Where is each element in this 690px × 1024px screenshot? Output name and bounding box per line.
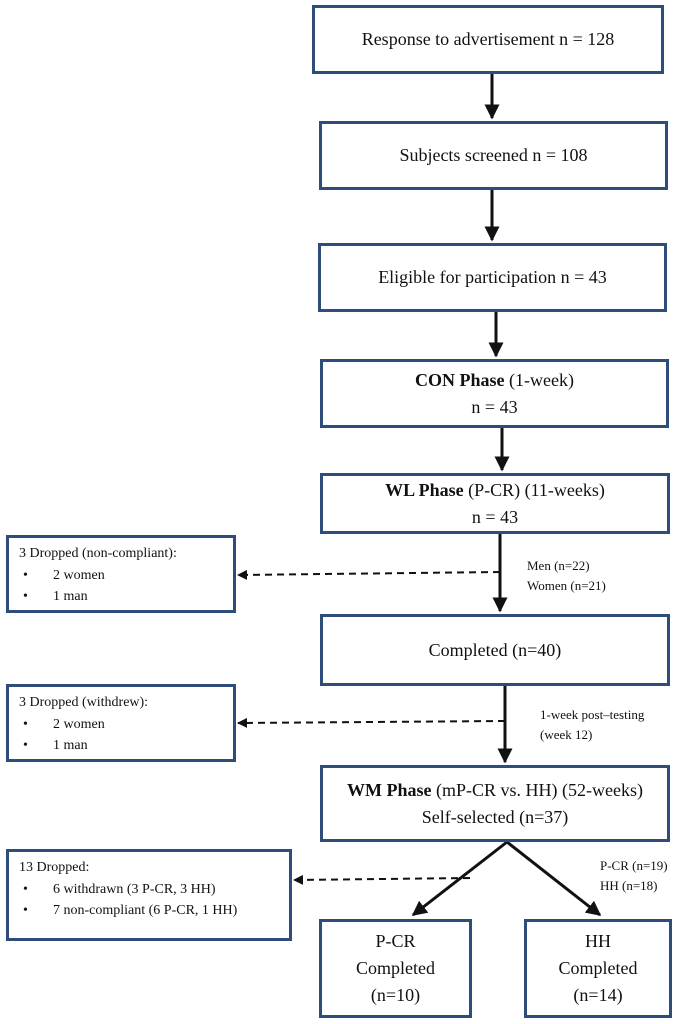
wm-phase-detail: (mP-CR vs. HH) (52-weeks): [431, 780, 643, 801]
dropout-3-title: 13 Dropped:: [19, 860, 90, 875]
women-count: Women (n=21): [527, 577, 606, 593]
pcr-group-count: P-CR (n=19): [600, 858, 668, 873]
response-text: Response to advertisement n = 128: [361, 29, 615, 50]
hh-completed-label: Completed: [558, 958, 638, 978]
men-count: Men (n=22): [527, 558, 590, 573]
con-phase-duration: (1-week): [504, 370, 574, 391]
dropout-box-2: 3 Dropped (withdrew): 2 women 1 man: [6, 684, 236, 762]
con-phase-n: n = 43: [471, 396, 518, 417]
completed-text: Completed (n=40): [428, 639, 562, 660]
con-phase-box: CON Phase (1-week) n = 43: [320, 359, 669, 428]
pcr-completed-box: P-CR Completed (n=10): [319, 919, 472, 1018]
dropout-1-title: 3 Dropped (non-compliant):: [19, 546, 177, 561]
wl-phase-n: n = 43: [471, 506, 519, 527]
post-testing-note: 1-week post–testing (week 12): [540, 705, 644, 744]
hh-completed-box: HH Completed (n=14): [524, 919, 672, 1018]
arrow-wm-pcr: [411, 840, 508, 917]
wm-phase-sub: Self-selected (n=37): [421, 806, 569, 827]
eligible-box: Eligible for participation n = 43: [318, 243, 667, 312]
dropout-box-1: 3 Dropped (non-compliant): 2 women 1 man: [6, 535, 236, 613]
wl-phase-title: WL Phase: [385, 480, 464, 501]
pcr-completed-group: P-CR: [375, 931, 416, 951]
dashed-arrow-drop-3: [293, 874, 471, 885]
dropout-3-item: 6 withdrawn (3 P-CR, 3 HH): [19, 880, 279, 901]
pcr-completed-n: (n=10): [370, 985, 421, 1005]
screened-box: Subjects screened n = 108: [319, 121, 668, 190]
post-testing-label: 1-week post–testing: [540, 707, 645, 722]
response-box: Response to advertisement n = 128: [312, 5, 664, 74]
hh-group-count: HH (n=18): [600, 877, 658, 893]
dropout-1-item: 2 women: [19, 566, 223, 587]
dropout-1-item: 1 man: [19, 587, 223, 608]
group-split-note: P-CR (n=19) HH (n=18): [600, 856, 668, 895]
eligible-text: Eligible for participation n = 43: [378, 267, 607, 288]
completed-box: Completed (n=40): [320, 614, 670, 686]
dashed-arrow-drop-2: [237, 717, 506, 728]
screened-text: Subjects screened n = 108: [399, 145, 588, 166]
hh-completed-n: (n=14): [573, 985, 623, 1005]
con-phase-title: CON Phase: [415, 370, 505, 391]
post-testing-week: (week 12): [540, 726, 593, 742]
arrow-wm-hh: [506, 840, 602, 917]
dropout-2-item: 2 women: [19, 715, 223, 736]
dropout-2-item: 1 man: [19, 736, 223, 757]
dashed-arrow-drop-1: [237, 569, 501, 580]
wl-phase-box: WL Phase (P-CR) (11-weeks) n = 43: [320, 473, 670, 534]
dropout-3-item: 7 non-compliant (6 P-CR, 1 HH): [19, 901, 279, 922]
wm-phase-title: WM Phase: [347, 780, 432, 801]
dropout-2-title: 3 Dropped (withdrew):: [19, 695, 149, 710]
wm-phase-box: WM Phase (mP-CR vs. HH) (52-weeks) Self-…: [320, 765, 670, 842]
dropout-box-3: 13 Dropped: 6 withdrawn (3 P-CR, 3 HH) 7…: [6, 849, 292, 941]
hh-completed-group: HH: [585, 931, 611, 951]
pcr-completed-label: Completed: [356, 958, 435, 978]
wl-phase-detail: (P-CR) (11-weeks): [463, 480, 605, 501]
sex-breakdown-note: Men (n=22) Women (n=21): [527, 556, 606, 595]
